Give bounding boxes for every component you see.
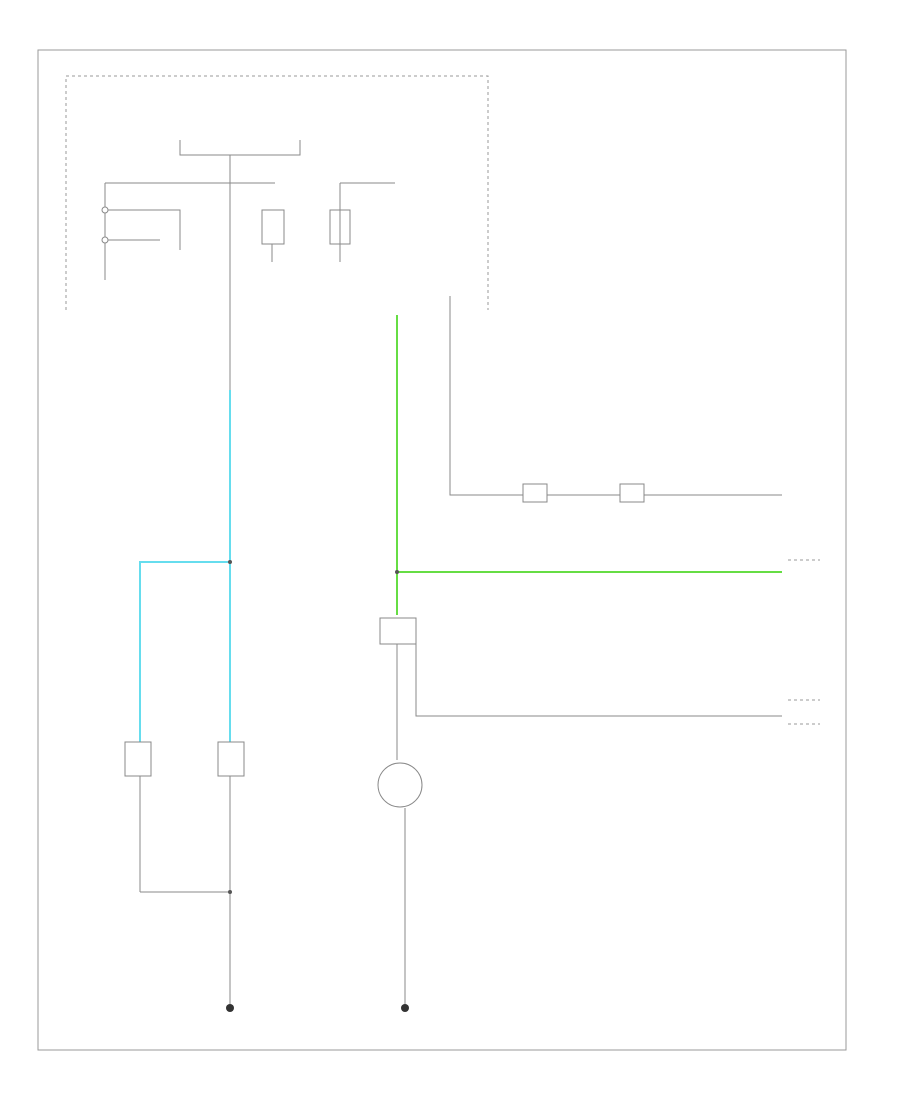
in-line-connector [619, 483, 645, 503]
connector-dot [101, 236, 109, 244]
right-circuit [377, 296, 782, 1012]
connector-dot [101, 206, 109, 214]
relay-1 [261, 209, 285, 245]
transmission-module [379, 617, 417, 645]
splice-dot [395, 570, 399, 574]
splice-dot [228, 890, 232, 894]
left-lamp [124, 741, 152, 777]
in-line-connector [522, 483, 548, 503]
right-lamp [217, 741, 245, 777]
fuse-box-internals [101, 140, 395, 320]
cyan-wire-branch [139, 561, 230, 748]
splice-dot [228, 560, 232, 564]
fuse-box-enclosure [65, 75, 489, 310]
left-circuit [124, 320, 245, 1012]
destination-markers [788, 559, 820, 725]
transmission-range-switch [377, 762, 423, 808]
left-ground-icon [226, 1004, 234, 1012]
right-ground-icon [401, 1004, 409, 1012]
diagram-frame [37, 49, 847, 1051]
